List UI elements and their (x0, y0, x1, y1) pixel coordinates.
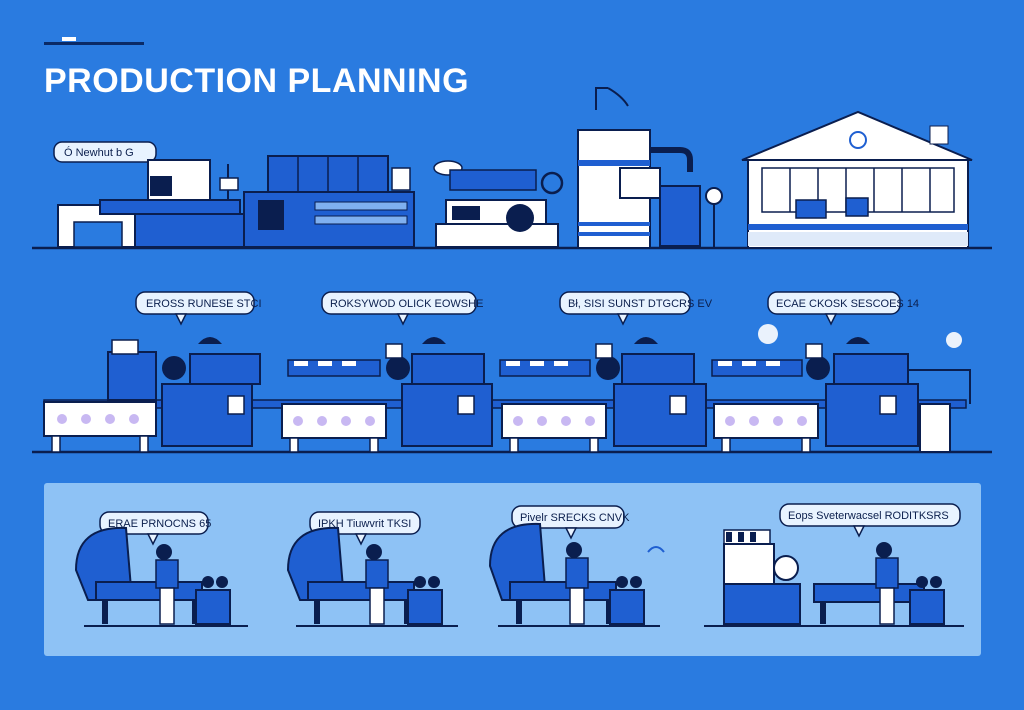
worker-callout-3-label: Pivelr SRECKS CNVK (520, 512, 630, 524)
assembly-callout-4-label: ECAE CKOSK SESCOES 14 (776, 298, 919, 310)
assembly-callout-1-label: EROSS RUNESE STCI (146, 298, 262, 310)
steam-puff-1 (758, 324, 778, 344)
worker-station-1: ERAE PRNOCNS 65 (74, 511, 248, 627)
extruder-1 (107, 337, 261, 447)
extruder-4 (805, 337, 971, 447)
worker-station-4: Eops Sveterwacsel RODITKSRS (704, 503, 964, 627)
steam-puff-2 (946, 332, 962, 348)
rail-segment-3 (711, 359, 803, 377)
top-line-callout: Ó Newhut b G (53, 141, 157, 163)
assembly-callout-2: ROKSYWOD OLICK EOWSHE (321, 291, 483, 326)
page-title: PRODUCTION PLANNING (44, 62, 470, 100)
extruder-3 (595, 337, 707, 447)
cabinet-2 (281, 403, 387, 453)
assembly-callout-1: EROSS RUNESE STCI (135, 291, 262, 326)
rail-segment-1 (287, 359, 381, 377)
worker-station-2: IPKH Tiuwvrit TKSI (286, 511, 458, 627)
worker-station-3: Pivelr SRECKS CNVK (488, 505, 665, 627)
header-decoration (44, 37, 144, 45)
extruder-2 (385, 337, 493, 447)
tower-machine (577, 87, 723, 249)
assembly-callout-4: ECAE CKOSK SESCOES 14 (767, 291, 919, 326)
worker-callout-4-label: Eops Sveterwacsel RODITKSRS (788, 510, 949, 522)
assembly-callout-3: Bł, SISI SUNST DTGCRS EV (559, 291, 713, 326)
cabinet-1 (43, 401, 157, 453)
assembly-bench (433, 160, 564, 248)
end-cabinet (919, 403, 951, 453)
assembly-callout-3-label: Bł, SISI SUNST DTGCRS EV (568, 298, 713, 310)
warehouse-building (741, 110, 973, 249)
cabinet-4 (713, 403, 819, 453)
press-machine (243, 155, 415, 248)
rail-segment-2 (499, 359, 591, 377)
assembly-callout-2-label: ROKSYWOD OLICK EOWSHE (330, 298, 483, 310)
cabinet-3 (501, 403, 607, 453)
worker-callout-2-label: IPKH Tiuwvrit TKSI (318, 518, 411, 530)
worker-callout-1-label: ERAE PRNOCNS 65 (108, 518, 211, 530)
top-line-callout-label: Ó Newhut b G (64, 146, 134, 159)
